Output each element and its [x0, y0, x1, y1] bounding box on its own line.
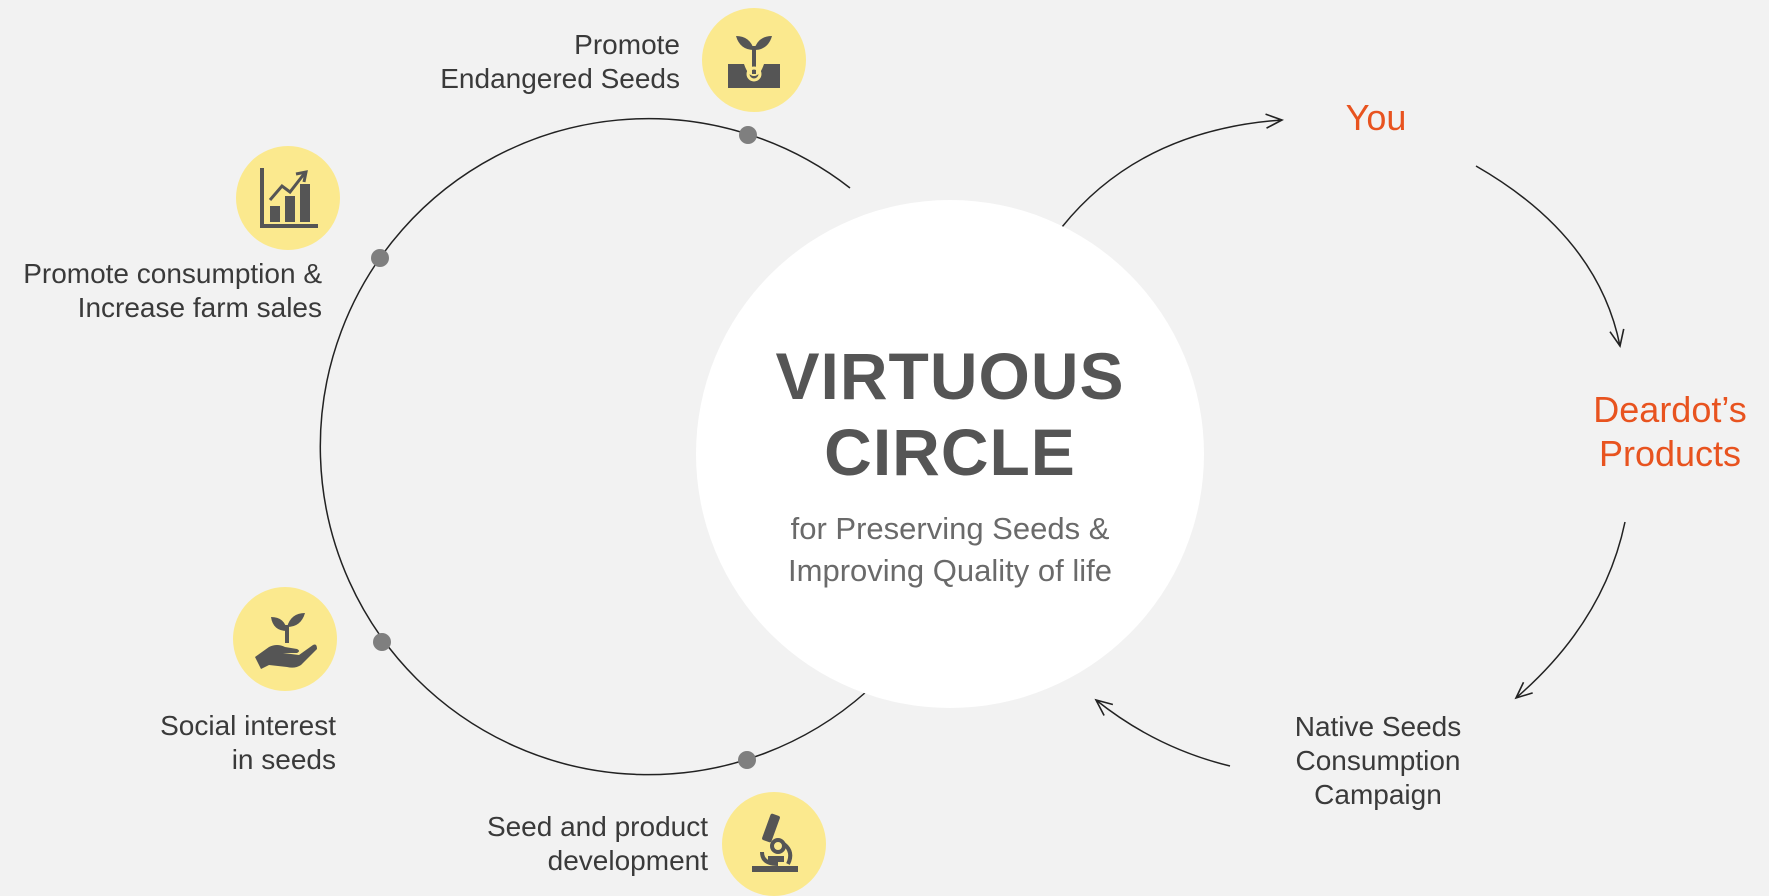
- badge-social-interest: [233, 587, 337, 691]
- page-title: VIRTUOUS CIRCLE: [700, 338, 1200, 490]
- ring-node-dot: [373, 633, 391, 651]
- label-farm-sales: Promote consumption & Increase farm sale…: [23, 258, 322, 323]
- badge-promote-seeds: [702, 8, 806, 112]
- arrow-center-to-you: [1061, 113, 1284, 228]
- title-line-1: VIRTUOUS: [775, 339, 1125, 413]
- badge-seed-development: [722, 792, 826, 896]
- badge-farm-sales: [236, 146, 340, 250]
- ring-node-dot: [738, 751, 756, 769]
- subtitle: for Preserving Seeds & Improving Quality…: [700, 508, 1200, 592]
- label-deardots-products: Deardot’s Products: [1593, 389, 1747, 474]
- microscope-icon: [752, 813, 798, 872]
- center-circle: [696, 200, 1204, 708]
- sprout-in-soil-icon: [728, 36, 780, 88]
- ring-node-dot: [371, 249, 389, 267]
- label-promote-seeds: Promote Endangered Seeds: [440, 29, 680, 94]
- subtitle-line-2: Improving Quality of life: [788, 553, 1112, 588]
- label-social-interest: Social interest in seeds: [160, 710, 336, 775]
- arrow-products-to-campaign: [1514, 521, 1626, 700]
- ring-node-dot: [739, 126, 757, 144]
- label-seed-development: Seed and product development: [486, 811, 708, 876]
- left-cycle-ring: [319, 117, 867, 776]
- title-line-2: CIRCLE: [824, 415, 1076, 489]
- hand-holding-plant-icon: [255, 613, 317, 669]
- arrow-you-to-products: [1475, 165, 1625, 348]
- arrow-campaign-to-center: [1094, 698, 1231, 767]
- subtitle-line-1: for Preserving Seeds &: [790, 511, 1110, 546]
- label-campaign: Native Seeds Consumption Campaign: [1294, 711, 1462, 810]
- label-you: You: [1345, 97, 1407, 138]
- growth-chart-icon: [260, 168, 318, 228]
